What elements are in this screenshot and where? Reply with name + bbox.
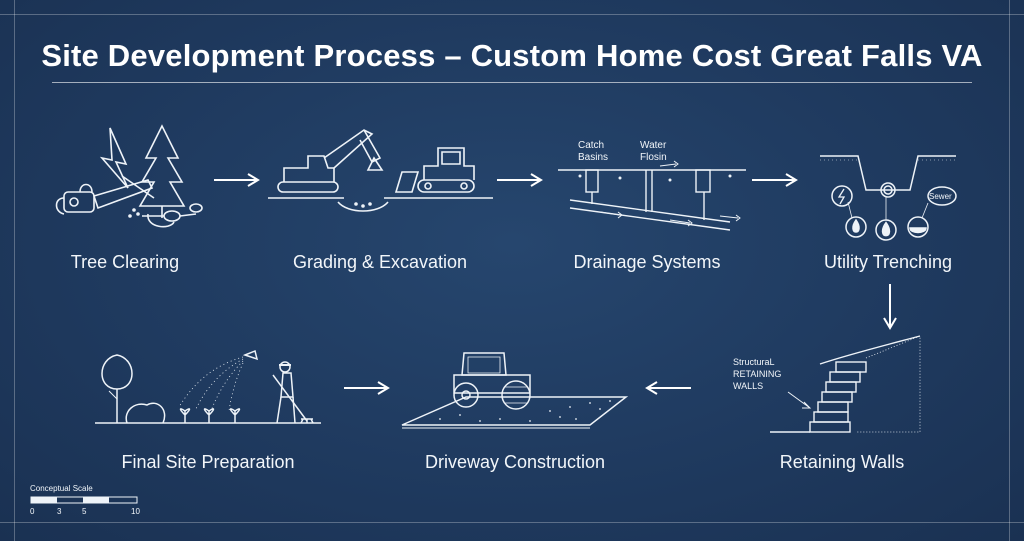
- drainage-pipe-icon: [558, 160, 746, 231]
- step-label-driveway-construction: Driveway Construction: [424, 452, 606, 472]
- catch-basins-text: Catch Basins: [578, 140, 609, 163]
- step-label-drainage-systems: Drainage Systems: [573, 252, 721, 272]
- page-title: Site Development Process – Custom Home C…: [41, 38, 983, 73]
- frame-line-left: [14, 0, 15, 541]
- utility-trench-icon: [820, 155, 957, 241]
- step-label-tree-clearing: Tree Clearing: [70, 252, 180, 272]
- landscaping-worker-icon: [95, 349, 321, 424]
- frame-line-bottom: [0, 522, 1024, 523]
- arrow-right-icon: [497, 173, 543, 187]
- structural-retaining-walls-text: StructuraL RETAINING WALLS: [733, 357, 782, 391]
- arrow-right-icon: [344, 381, 390, 395]
- scale-tick-5: 5: [82, 507, 87, 516]
- scale-tick-10: 10: [131, 507, 140, 516]
- arrow-left-icon: [645, 381, 691, 395]
- frame-line-right: [1009, 0, 1010, 541]
- excavator-bulldozer-icon: [268, 129, 493, 212]
- retaining-wall-icon: [770, 335, 921, 433]
- catch-basins-label: Catch Basins: [578, 140, 608, 164]
- step-label-retaining-walls: Retaining Walls: [779, 452, 905, 472]
- step-label-utility-trenching: Utility Trenching: [823, 252, 953, 272]
- sewer-label: Sewer: [929, 192, 952, 201]
- title-underline: [52, 82, 972, 83]
- structural-retaining-walls-label: StructuraL RETAINING WALLS: [733, 356, 781, 392]
- scale-tick-3: 3: [57, 507, 62, 516]
- frame-line-top: [0, 14, 1024, 15]
- scale-tick-0: 0: [30, 507, 35, 516]
- arrow-right-icon: [752, 173, 798, 187]
- road-roller-icon: [401, 352, 629, 429]
- scale-title: Conceptual Scale: [30, 484, 93, 493]
- scale-bar-icon: [30, 496, 138, 504]
- chainsaw-tree-icon: [55, 124, 203, 228]
- water-flow-text: Water Flosin: [640, 140, 667, 163]
- water-flow-label: Water Flosin: [640, 140, 667, 164]
- step-label-grading-excavation: Grading & Excavation: [292, 252, 468, 272]
- arrow-down-icon: [883, 284, 897, 330]
- step-label-final-site-preparation: Final Site Preparation: [121, 452, 295, 472]
- arrow-right-icon: [214, 173, 260, 187]
